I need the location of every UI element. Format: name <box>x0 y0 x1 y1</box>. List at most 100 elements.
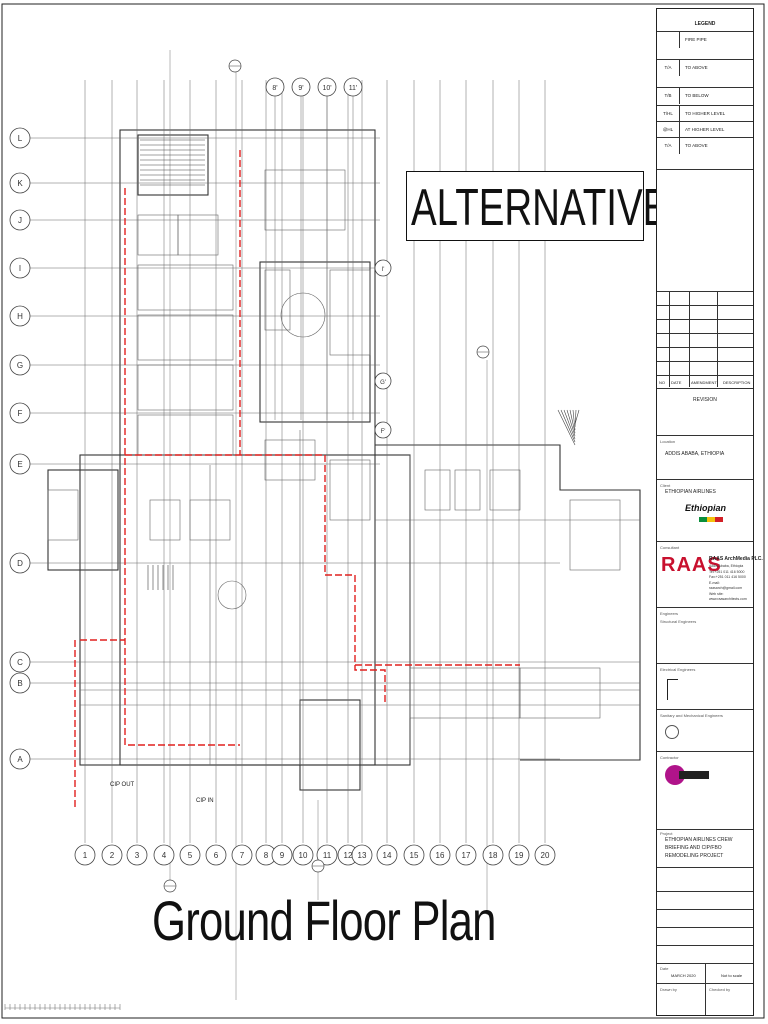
grid-bubble-side-0: I' <box>374 259 392 277</box>
scale-bar <box>4 1004 121 1010</box>
grid-bubble-side-2: F' <box>374 421 392 439</box>
plan-title: Ground Floor Plan <box>152 889 496 952</box>
svg-text:3: 3 <box>135 851 140 860</box>
alternative-label: ALTERNATIVE-2 <box>411 179 703 237</box>
electrical-engineers-label: Electrical Engineers <box>660 667 696 672</box>
grid-bubble-col-16: 16 <box>429 844 451 866</box>
grid-bubble-col-10: 10 <box>292 844 314 866</box>
legend-item-fire-pipe: FIRE PIPE <box>657 31 753 48</box>
grid-bubble-col-20: 20 <box>534 844 556 866</box>
checked-by-label: Checked by <box>709 987 731 992</box>
contractor-logo-bar <box>679 771 709 779</box>
project-line-1: ETHIOPIAN AIRLINES CREW <box>665 837 733 843</box>
svg-text:20: 20 <box>541 851 550 860</box>
grid-bubble-row-G: G <box>9 354 31 376</box>
section-marker-2 <box>311 859 325 873</box>
fire-pipe-route <box>74 150 520 810</box>
grid-bubble-col-14: 14 <box>376 844 398 866</box>
project-line-3: REMODELING PROJECT <box>665 853 724 859</box>
grid-bubble-col-17: 17 <box>455 844 477 866</box>
consultant-line-4: Web site: www.raasarchitects.com <box>709 591 747 602</box>
grid-bubble-row-D: D <box>9 552 31 574</box>
revision-headers: NO DATE AMENDMENT DESCRIPTION <box>657 375 753 389</box>
date-label: Date <box>660 966 669 971</box>
ethiopian-logo: Ethiopian <box>685 503 726 513</box>
project-line-2: BRIEFING AND CIP/FBO <box>665 845 722 851</box>
svg-text:19: 19 <box>515 851 524 860</box>
grid-bubble-col-19: 19 <box>508 844 530 866</box>
svg-text:11': 11' <box>349 85 358 92</box>
grid-bubble-row-E: E <box>9 453 31 475</box>
svg-text:8': 8' <box>272 85 277 92</box>
grid-bubble-row-F: F <box>9 402 31 424</box>
contractor-label: Contractor <box>660 755 679 760</box>
svg-text:7: 7 <box>240 851 245 860</box>
grid-bubble-col-7: 7 <box>231 844 253 866</box>
cip-in-label: CIP IN <box>196 798 214 804</box>
svg-text:K: K <box>17 179 23 188</box>
consultant-line-2: Fax:+251 011 416 5000 <box>709 575 746 579</box>
grid-bubble-side-1: G' <box>374 372 392 390</box>
consultant-line-1: Tel:+251 011 416 5000 <box>709 569 745 574</box>
svg-text:C: C <box>17 658 23 667</box>
raas-logo: RAAS <box>661 554 722 576</box>
svg-text:9: 9 <box>280 851 285 860</box>
grid-bubble-col-11: 11 <box>316 844 338 866</box>
svg-text:14: 14 <box>383 851 392 860</box>
scale-value: Not to scale <box>721 973 743 978</box>
svg-text:12: 12 <box>344 851 353 860</box>
stairs <box>140 139 580 590</box>
grid-bubble-top-2: 10' <box>317 77 337 97</box>
grid-bubble-top-0: 8' <box>265 77 285 97</box>
contractor-logo <box>665 765 685 785</box>
consultant-label: Consultant <box>660 545 680 550</box>
svg-text:10: 10 <box>299 851 308 860</box>
revision-table <box>657 279 753 387</box>
svg-text:G: G <box>17 361 23 370</box>
ethiopian-logo-mark <box>699 517 723 522</box>
grid-bubble-col-3: 3 <box>126 844 148 866</box>
svg-text:15: 15 <box>410 851 419 860</box>
drawn-by-label: Drawn by <box>660 987 677 992</box>
grid-bubble-col-13: 13 <box>351 844 373 866</box>
svg-text:1: 1 <box>83 851 88 860</box>
svg-text:B: B <box>17 679 22 688</box>
svg-text:G': G' <box>380 380 386 386</box>
grid-bubble-row-K: K <box>9 172 31 194</box>
svg-text:J: J <box>18 216 22 225</box>
svg-text:E: E <box>17 460 22 469</box>
grid-bubble-col-2: 2 <box>101 844 123 866</box>
interior-partitions <box>47 169 640 765</box>
electrical-logo <box>667 679 678 700</box>
grid-bubble-row-B: B <box>9 672 31 694</box>
grid-bubble-row-H: H <box>9 305 31 327</box>
alternative-label-box: ALTERNATIVE-2 <box>406 171 703 241</box>
svg-text:13: 13 <box>358 851 367 860</box>
grid-bubble-row-L: L <box>9 127 31 149</box>
consultant-name: RAAS ArchMedia PLC. <box>709 556 763 562</box>
section-marker-1 <box>476 345 490 359</box>
consultant-line-0: Addis Ababa, Ethiopia <box>709 564 744 568</box>
section-marker-3 <box>163 879 177 893</box>
grid-bubble-col-9: 9 <box>271 844 293 866</box>
svg-text:11: 11 <box>323 851 332 860</box>
svg-text:17: 17 <box>462 851 471 860</box>
consultant-line-3: E-mail: raasarch@gmail.com <box>709 580 743 591</box>
sanitary-logo <box>665 725 679 739</box>
svg-text:9': 9' <box>298 85 303 92</box>
svg-text:16: 16 <box>436 851 445 860</box>
grid-bubble-col-18: 18 <box>482 844 504 866</box>
structural-engineers: Structural Engineers <box>660 619 697 624</box>
revision-label: REVISION <box>693 397 717 403</box>
svg-text:A: A <box>17 755 23 764</box>
grid-bubble-row-J: J <box>9 209 31 231</box>
svg-text:4: 4 <box>162 851 167 860</box>
